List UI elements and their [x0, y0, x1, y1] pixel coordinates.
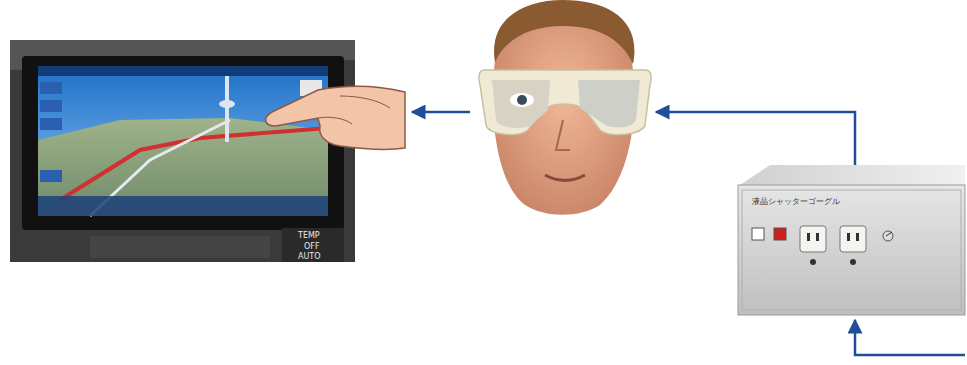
- signal-arrows-part: [656, 112, 855, 165]
- controller-box-part: [850, 259, 856, 265]
- signal-arrows-part: [855, 320, 965, 355]
- dashboard-photo-part: [38, 66, 328, 76]
- controller-box-part: [816, 233, 819, 241]
- controller-box-part: [886, 232, 892, 236]
- button-label: OFF: [304, 243, 320, 251]
- dashboard-photo-part: [38, 66, 328, 216]
- face-photo-part: [517, 95, 527, 105]
- face-photo-part: [479, 70, 651, 135]
- controller-box-part: [774, 228, 786, 240]
- controller-box-part: [800, 226, 826, 252]
- controller-box-part: [856, 233, 859, 241]
- dashboard-photo-part: [282, 228, 344, 262]
- face-photo-part: [492, 80, 550, 128]
- hand-part: [266, 86, 405, 149]
- face-photo-part: [578, 80, 640, 127]
- dashboard-photo-part: [90, 236, 270, 258]
- dashboard-photo-part: [40, 100, 62, 112]
- signal-arrows-part: [412, 111, 470, 114]
- face-photo-part: [556, 120, 570, 150]
- dashboard-photo-part: [38, 118, 328, 216]
- controller-box-part: [847, 233, 850, 241]
- face-photo-part: [545, 175, 585, 180]
- face-photo: [479, 0, 651, 215]
- dashboard-photo-part: [40, 118, 62, 130]
- dashboard-photo-part: [40, 170, 62, 182]
- dashboard-photo-part: [22, 56, 344, 230]
- controller-box-part: [752, 228, 764, 240]
- controller-box-part: [742, 190, 961, 310]
- dashboard-photo-part: [38, 196, 328, 216]
- dashboard-photo-part: [219, 100, 235, 108]
- device-label: 液晶シャッターゴーグル: [752, 198, 840, 206]
- controller-box-part: [738, 185, 965, 315]
- button-label: TEMP: [298, 232, 320, 240]
- controller-box-part: [883, 231, 893, 241]
- dashboard-photo: [10, 40, 355, 262]
- hand-part: [318, 117, 352, 124]
- dashboard-photo-part: [40, 82, 62, 94]
- button-label: AUTO: [298, 253, 321, 261]
- signal-arrows: [412, 112, 965, 355]
- controller-box-part: [810, 259, 816, 265]
- controller-box-part: [840, 226, 866, 252]
- dashboard-photo-part: [10, 40, 355, 262]
- face-photo-part: [494, 0, 634, 64]
- controller-box-part: [807, 233, 810, 241]
- hand-part: [340, 96, 390, 108]
- face-photo-part: [510, 93, 534, 107]
- hand: [266, 86, 405, 149]
- controller-box: [738, 165, 965, 315]
